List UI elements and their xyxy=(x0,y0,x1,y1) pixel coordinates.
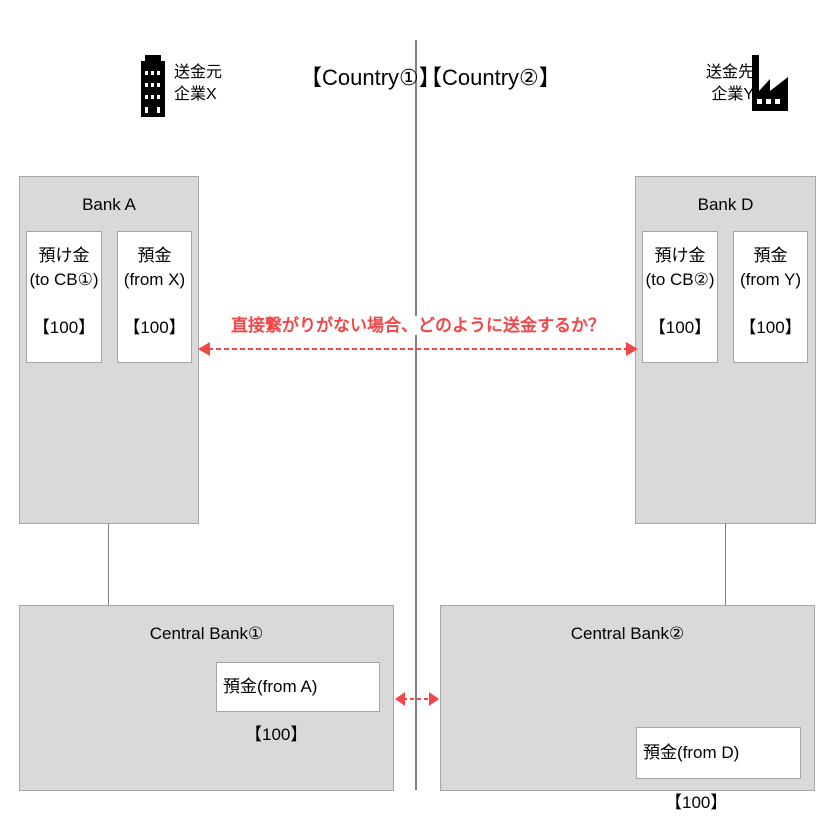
acc-amount: 【100】 xyxy=(32,318,96,337)
sender-label: 送金元企業X xyxy=(174,62,222,106)
sender-line2: 企業X xyxy=(174,86,217,103)
bank-a-d-dashed-arrow xyxy=(198,342,638,356)
bank-d: Bank D 預け金 (to CB②) 【100】 預金 (from Y) 【100… xyxy=(635,176,816,524)
connector-a-cb1 xyxy=(108,523,109,605)
receiver-line1: 送金先 xyxy=(706,64,755,81)
cb1-title: Central Bank① xyxy=(149,624,264,643)
acc-amount: 【100】 xyxy=(739,318,802,337)
acc-sub: (from X) xyxy=(123,270,186,289)
sender-line1: 送金元 xyxy=(174,64,223,81)
office-building-icon xyxy=(141,55,165,117)
central-bank-1: Central Bank① 預金(from A) 【100】 xyxy=(19,605,394,791)
receiver-label: 送金先企業Y xyxy=(706,62,754,106)
bank-a-deposit-from-x: 預金 (from X) 【100】 xyxy=(117,231,192,363)
acc-name: 預金(from D) xyxy=(643,743,740,762)
acc-sub: (to CB②) xyxy=(645,270,715,289)
acc-name: 預け金 xyxy=(654,246,706,265)
bank-d-deposit-to-cb2: 預け金 (to CB②) 【100】 xyxy=(642,231,718,363)
question-label: 直接繋がりがない場合、どのように送金するか？ xyxy=(227,316,609,335)
acc-amount: 【100】 xyxy=(648,318,712,337)
receiver-line2: 企業Y xyxy=(711,86,755,103)
bank-a-deposit-to-cb1: 預け金 (to CB①) 【100】 xyxy=(26,231,102,363)
bank-a: Bank A 預け金 (to CB①) 【100】 預金 (from X) 【100… xyxy=(19,176,199,524)
cb1-deposit-from-a: 預金(from A) 【100】 xyxy=(216,662,380,744)
question-text: 直接繋がりがない場合、どのように送金するか？ xyxy=(200,311,636,336)
acc-amount: 【100】 xyxy=(665,793,728,812)
acc-sub: (to CB①) xyxy=(29,270,99,289)
country2-label: 【Country②】 xyxy=(420,65,561,90)
acc-name: 預金(from A) xyxy=(223,677,318,696)
bank-d-title: Bank D xyxy=(697,195,754,214)
acc-name: 預け金 xyxy=(38,246,90,265)
acc-sub: (from Y) xyxy=(739,270,802,289)
factory-icon xyxy=(752,55,788,111)
cb-dashed-arrow xyxy=(395,692,439,706)
bank-d-deposit-from-y: 預金 (from Y) 【100】 xyxy=(733,231,808,363)
cb2-deposit-from-d: 預金(from D) 【100】 xyxy=(636,727,801,812)
cb2-title: Central Bank② xyxy=(570,624,685,643)
acc-name: 預金 xyxy=(753,246,788,265)
bank-a-title: Bank A xyxy=(82,195,136,214)
country-divider xyxy=(415,40,417,790)
acc-amount: 【100】 xyxy=(123,318,186,337)
connector-d-cb2 xyxy=(725,523,726,605)
acc-name: 預金 xyxy=(137,246,172,265)
acc-amount: 【100】 xyxy=(245,725,308,744)
central-bank-2: Central Bank② 預金(from D) 【100】 xyxy=(440,605,815,812)
country1-label: 【Country①】 xyxy=(300,65,441,90)
